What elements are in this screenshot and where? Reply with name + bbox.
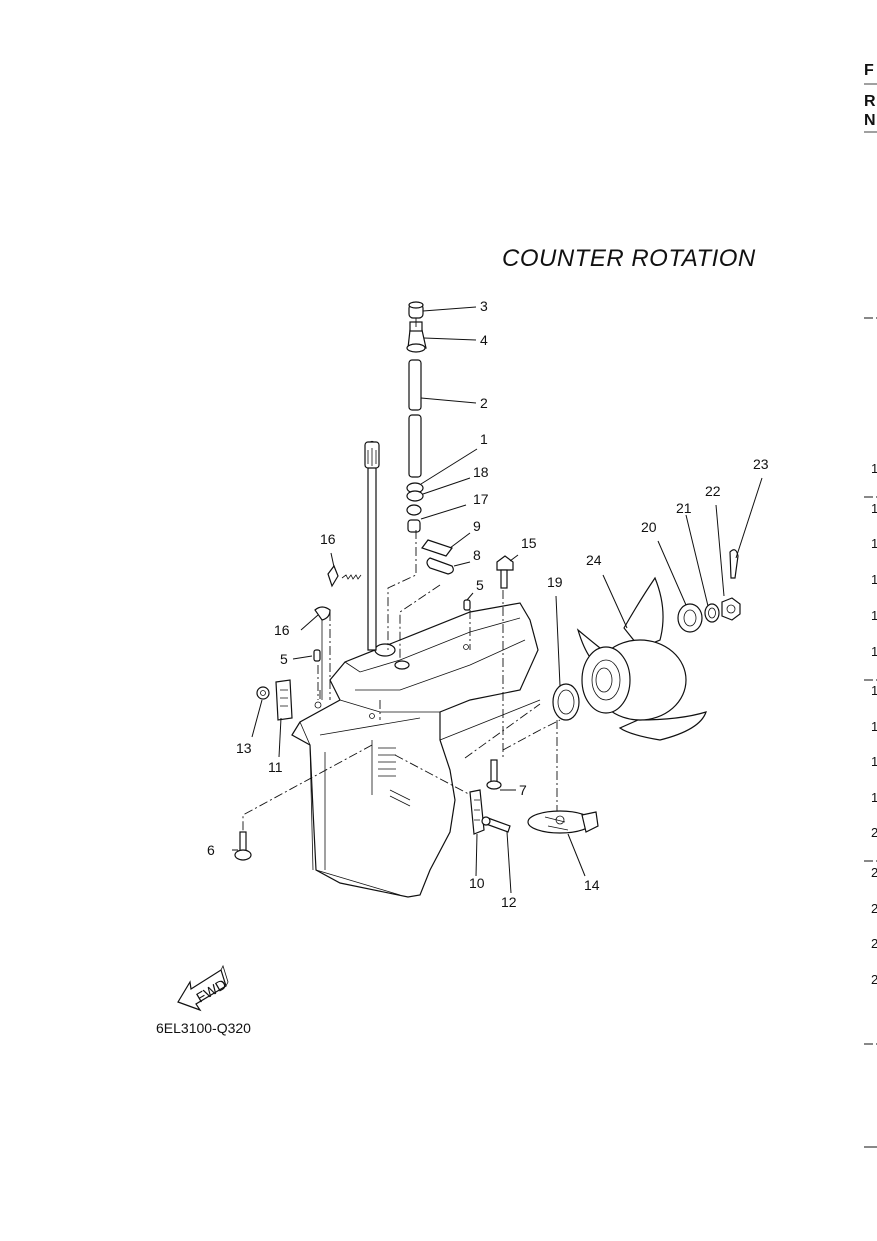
- edge-letter-f: F: [864, 62, 874, 79]
- callout-7: 7: [519, 782, 527, 798]
- callout-2: 2: [480, 395, 488, 411]
- callout-16-top: 16: [320, 531, 336, 547]
- edge-letter-n: N: [864, 112, 876, 129]
- callout-3: 3: [480, 298, 488, 314]
- callout-4: 4: [480, 332, 488, 348]
- lower-case-drawing: [291, 602, 541, 898]
- callout-24: 24: [586, 552, 602, 568]
- edge-number-1: 1: [871, 461, 877, 476]
- trim-tab: [527, 810, 599, 834]
- callout-numbers: 1 2 3 4 5 5 6 7 8 9 10 11 12 13 14 15 16…: [207, 298, 769, 910]
- callout-6: 6: [207, 842, 215, 858]
- drive-shaft: [364, 440, 380, 651]
- edge-number-8: 1: [871, 719, 877, 734]
- edge-number-13: 2: [871, 901, 877, 916]
- assembly-guide-lines: [242, 318, 561, 836]
- callout-11: 11: [268, 759, 283, 775]
- callout-23: 23: [753, 456, 769, 472]
- edge-number-10: 1: [871, 790, 877, 805]
- edge-number-14: 2: [871, 936, 877, 951]
- edge-number-3: 1: [871, 536, 877, 551]
- callout-10: 10: [469, 875, 485, 891]
- edge-number-6: 1: [871, 644, 877, 659]
- edge-number-12: 2: [871, 865, 877, 880]
- edge-number-4: 1: [871, 572, 877, 587]
- propeller-group: [552, 549, 741, 741]
- edge-number-9: 1: [871, 754, 877, 769]
- diagram-title: COUNTER ROTATION: [502, 245, 756, 272]
- callout-21: 21: [676, 500, 692, 516]
- fasteners: [234, 555, 514, 861]
- edge-number-7: 1: [871, 683, 877, 698]
- callout-15: 15: [521, 535, 537, 551]
- callout-18: 18: [473, 464, 489, 480]
- callout-22: 22: [705, 483, 721, 499]
- callout-14: 14: [584, 877, 600, 893]
- right-edge-column: F R N 1 1 1 1 1 1 1 1 1 1 2 2 2 2 2: [864, 62, 877, 1148]
- callout-1: 1: [480, 431, 488, 447]
- edge-number-15: 2: [871, 972, 877, 987]
- callout-13: 13: [236, 740, 252, 756]
- edge-number-11: 2: [871, 825, 877, 840]
- callout-8: 8: [473, 547, 481, 563]
- fwd-arrow-icon: FWD: [177, 964, 229, 1012]
- callout-17: 17: [473, 491, 489, 507]
- callout-5-left: 5: [280, 651, 288, 667]
- diagram-code: 6EL3100-Q320: [156, 1020, 251, 1036]
- edge-number-5: 1: [871, 608, 877, 623]
- edge-number-2: 1: [871, 501, 877, 516]
- callout-16-left: 16: [274, 622, 290, 638]
- edge-letter-r: R: [864, 93, 876, 110]
- callout-9: 9: [473, 518, 481, 534]
- shift-rod-assembly: [406, 301, 454, 575]
- callout-20: 20: [641, 519, 657, 535]
- leader-lines: [232, 306, 763, 894]
- callout-19: 19: [547, 574, 563, 590]
- callout-5-right: 5: [476, 577, 484, 593]
- callout-12: 12: [501, 894, 517, 910]
